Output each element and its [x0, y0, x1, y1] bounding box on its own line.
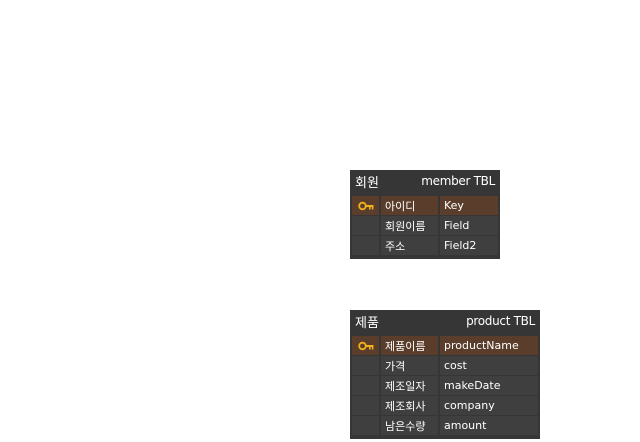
field-list: 제품이름 productName 가격 cost 제조일자 makeDate 제…	[352, 336, 538, 435]
table-english-name: product TBL	[466, 314, 535, 328]
table-korean-name: 제품	[355, 315, 379, 331]
field-english-name: amount	[440, 416, 538, 435]
table-header: 회원 member TBL	[352, 170, 498, 192]
field-row[interactable]: 제조회사 company	[352, 396, 538, 415]
field-korean-name: 가격	[381, 356, 438, 375]
field-korean-name: 아이디	[381, 196, 438, 215]
field-korean-name: 제품이름	[381, 336, 438, 355]
field-english-name: Field2	[440, 236, 498, 255]
key-icon	[357, 201, 373, 210]
field-english-name: Field	[440, 216, 498, 235]
field-icon-cell	[352, 356, 379, 375]
field-english-name: cost	[440, 356, 538, 375]
field-icon-cell	[352, 236, 379, 255]
field-korean-name: 남은수량	[381, 416, 438, 435]
field-korean-name: 주소	[381, 236, 438, 255]
field-row[interactable]: 제조일자 makeDate	[352, 376, 538, 395]
primary-key-cell	[352, 196, 379, 215]
field-icon-cell	[352, 396, 379, 415]
table-header: 제품 product TBL	[352, 310, 538, 332]
table-english-name: member TBL	[421, 174, 495, 188]
field-korean-name: 제조회사	[381, 396, 438, 415]
field-english-name: makeDate	[440, 376, 538, 395]
primary-key-cell	[352, 336, 379, 355]
field-korean-name: 회원이름	[381, 216, 438, 235]
field-row[interactable]: 가격 cost	[352, 356, 538, 375]
field-row[interactable]: 주소 Field2	[352, 236, 498, 255]
key-icon	[357, 341, 373, 350]
field-korean-name: 제조일자	[381, 376, 438, 395]
field-icon-cell	[352, 376, 379, 395]
field-english-name: productName	[440, 336, 538, 355]
table-korean-name: 회원	[355, 175, 379, 191]
field-row[interactable]: 남은수량 amount	[352, 416, 538, 435]
field-row-key[interactable]: 제품이름 productName	[352, 336, 538, 355]
product-table-card[interactable]: 제품 product TBL 제품이름 productName 가격 cost …	[350, 310, 540, 439]
field-english-name: company	[440, 396, 538, 415]
field-icon-cell	[352, 216, 379, 235]
member-table-card[interactable]: 회원 member TBL 아이디 Key 회원이름 Field 주소 Fie	[350, 170, 500, 259]
field-english-name: Key	[440, 196, 498, 215]
field-icon-cell	[352, 416, 379, 435]
field-row-key[interactable]: 아이디 Key	[352, 196, 498, 215]
field-list: 아이디 Key 회원이름 Field 주소 Field2	[352, 196, 498, 255]
field-row[interactable]: 회원이름 Field	[352, 216, 498, 235]
